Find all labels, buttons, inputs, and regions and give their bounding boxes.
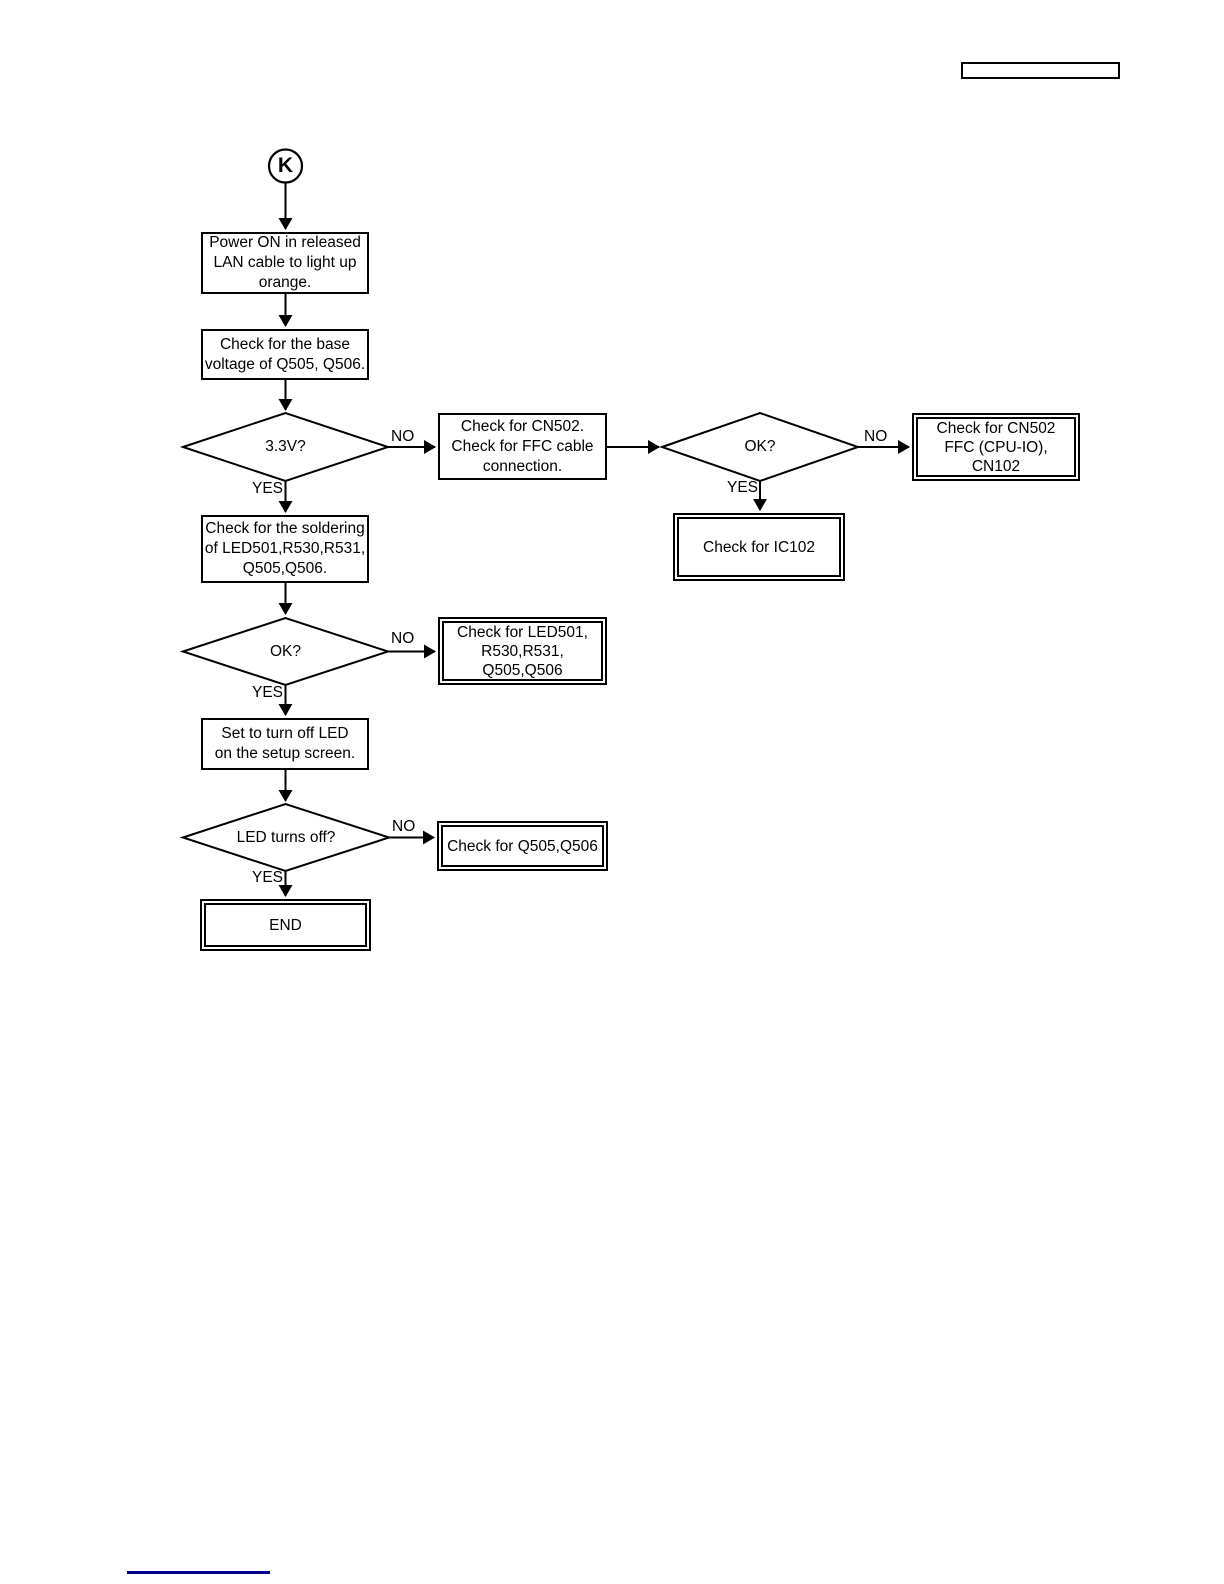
start-connector-label: K [277,154,294,177]
edge-label-yes-ok1: YES [726,479,758,496]
process-check-ic102: Check for IC102 [673,513,845,581]
process-check-cn502-cpu-io-label: Check for CN502 FFC (CPU-IO), CN102 [916,417,1076,477]
edge-label-no-ledoff: NO [392,818,416,835]
decision-ok-2-label: OK? [269,642,301,660]
process-base-voltage: Check for the base voltage of Q505, Q506… [201,329,369,380]
end-node: END [200,899,371,951]
edge-label-yes-ok2: YES [251,684,283,701]
process-check-cn502-cpu-io: Check for CN502 FFC (CPU-IO), CN102 [912,413,1080,481]
edge-label-no-ok2: NO [391,630,415,647]
decision-ok-2-shape [179,616,392,687]
start-connector-circle [267,148,304,184]
process-check-q505-q506-label: Check for Q505,Q506 [441,825,604,867]
edge-label-no-ok1: NO [864,428,888,445]
edge-label-yes-ledoff: YES [251,869,283,886]
header-empty-box [961,62,1120,79]
edge-label-no-33v: NO [391,428,415,445]
decision-ok-1-label: OK? [744,438,776,455]
decision-3-3v-label: 3.3V? [265,438,306,455]
decision-3-3v-shape [179,411,392,483]
decision-led-turns-off-label: LED turns off? [236,828,336,846]
process-check-led501-parts-label: Check for LED501, R530,R531, Q505,Q506 [442,621,603,681]
process-check-led501-parts: Check for LED501, R530,R531, Q505,Q506 [438,617,607,685]
process-set-led-off: Set to turn off LED on the setup screen. [201,718,369,770]
edge-label-yes-33v: YES [251,480,283,497]
process-check-soldering: Check for the soldering of LED501,R530,R… [201,515,369,583]
footer-link-underline[interactable] [127,1571,270,1574]
decision-led-turns-off-shape [179,802,393,873]
end-node-label: END [204,903,367,947]
process-check-cn502-ffc-cable: Check for CN502. Check for FFC cable con… [438,413,607,480]
decision-ok-1-shape [658,411,862,483]
process-power-on: Power ON in released LAN cable to light … [201,232,369,294]
process-check-ic102-label: Check for IC102 [677,517,841,577]
process-check-q505-q506: Check for Q505,Q506 [437,821,608,871]
